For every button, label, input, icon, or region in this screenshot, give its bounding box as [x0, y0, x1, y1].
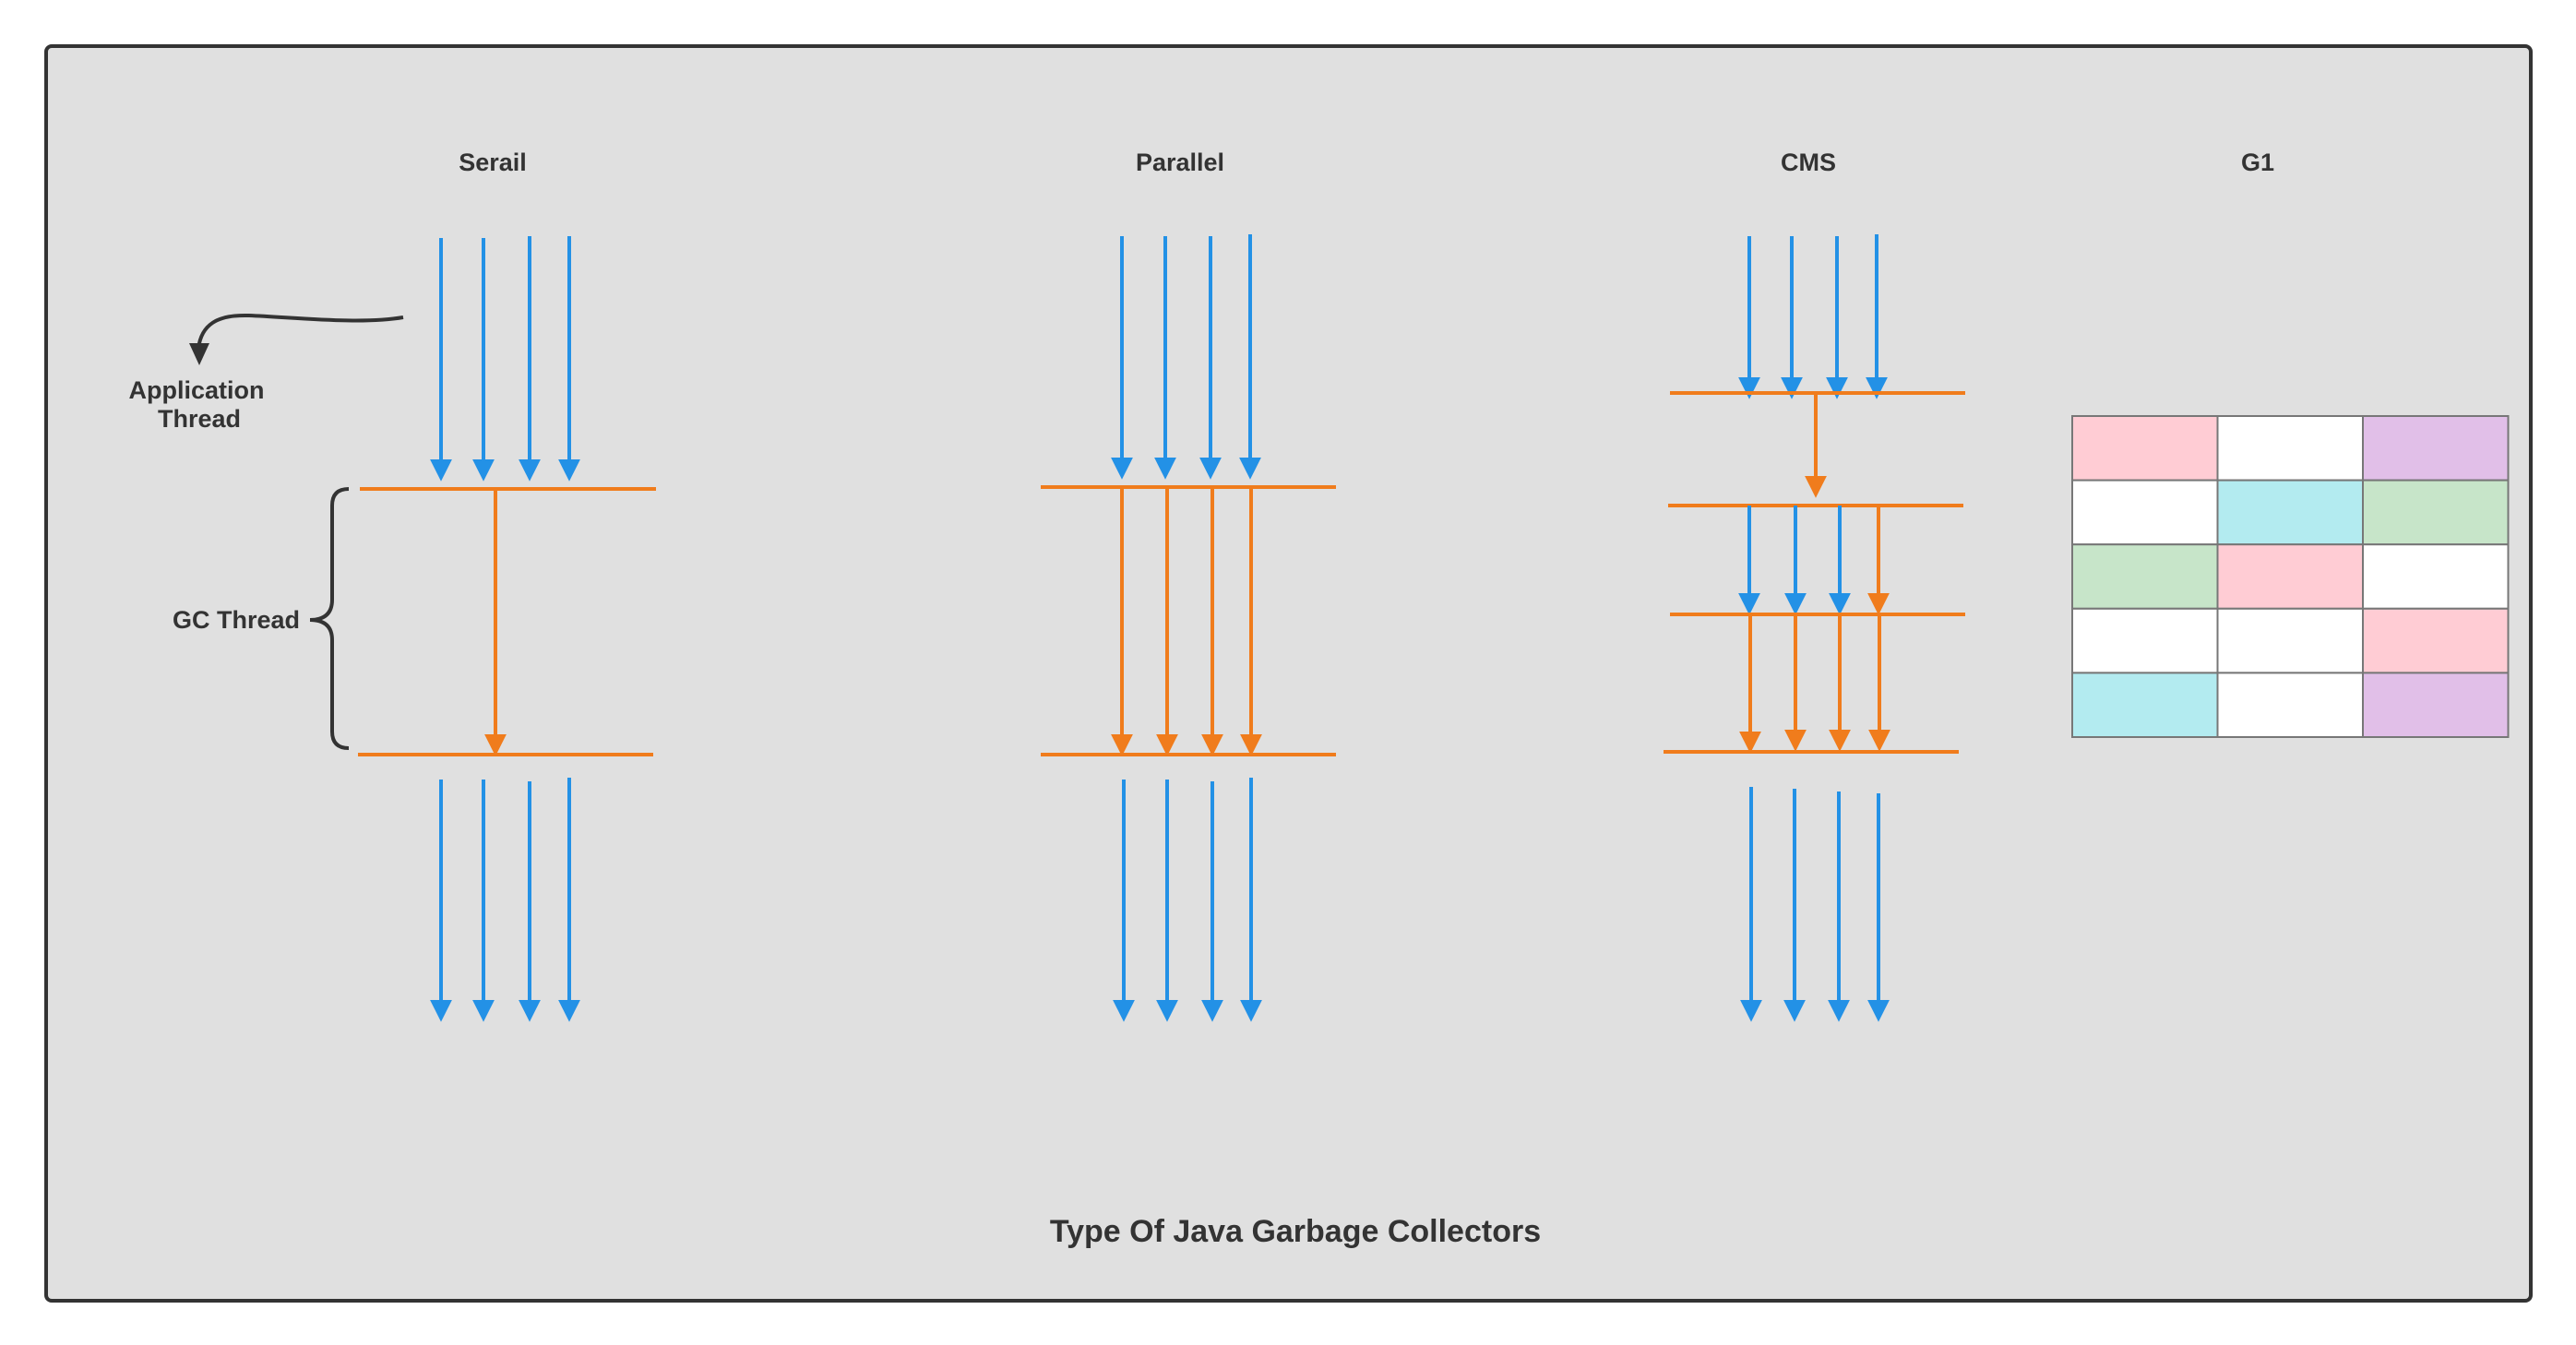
parallel-title: Parallel — [1136, 149, 1224, 176]
g1-region-cell — [2362, 672, 2510, 739]
diagram-frame — [44, 44, 2533, 1303]
g1-region-cell — [2362, 415, 2510, 482]
application-thread-pointer — [197, 313, 404, 350]
serial-app-threads-after — [430, 778, 580, 1022]
application-thread-label: Application — [129, 376, 265, 404]
cms-app-threads-initial — [1738, 234, 1888, 399]
diagram-title: Type Of Java Garbage Collectors — [1050, 1214, 1541, 1249]
cms-title: CMS — [1781, 149, 1836, 176]
gc-thread-label: GC Thread — [173, 606, 300, 634]
g1-region-cell — [2071, 543, 2219, 610]
g1-region-cell — [2071, 672, 2219, 739]
g1-title: G1 — [2241, 149, 2274, 176]
g1-region-cell — [2216, 607, 2364, 674]
g1-region-grid — [2071, 415, 2510, 739]
cms-concurrent-mark — [1738, 506, 1890, 615]
parallel-app-threads-after — [1113, 778, 1262, 1022]
gc-thread-brace — [309, 487, 350, 750]
parallel-gc-threads — [1111, 487, 1262, 756]
parallel-app-threads-before — [1111, 234, 1261, 480]
serial-collector — [358, 236, 656, 1022]
cms-collector — [1664, 234, 1965, 1022]
cms-remark-gc-threads — [1739, 614, 1890, 754]
cms-app-threads-after — [1740, 787, 1890, 1022]
serial-app-threads-before — [430, 236, 580, 482]
g1-region-cell — [2216, 415, 2364, 482]
g1-region-cell — [2071, 479, 2219, 546]
g1-region-cell — [2362, 543, 2510, 610]
g1-region-cell — [2362, 607, 2510, 674]
serial-title: Serail — [459, 149, 527, 176]
application-thread-label: Thread — [158, 405, 241, 433]
g1-region-cell — [2216, 479, 2364, 546]
parallel-collector — [1041, 234, 1336, 1022]
g1-region-cell — [2216, 672, 2364, 739]
g1-region-cell — [2071, 607, 2219, 674]
pointer-arrowhead — [189, 343, 209, 365]
g1-region-cell — [2362, 479, 2510, 546]
g1-region-cell — [2071, 415, 2219, 482]
g1-region-cell — [2216, 543, 2364, 610]
